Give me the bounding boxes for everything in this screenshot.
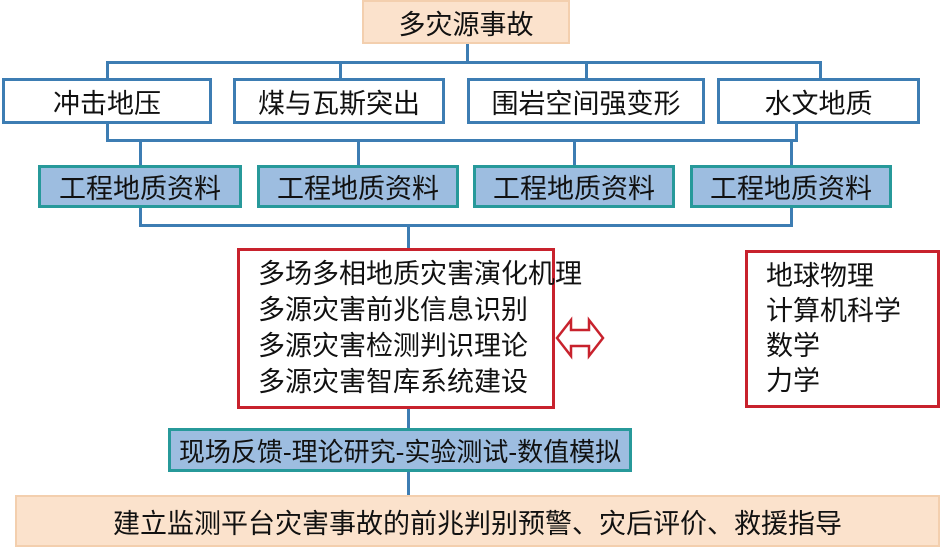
connector (106, 122, 109, 141)
discipline-item: 力学 (766, 366, 820, 397)
connector (790, 207, 793, 226)
connector (106, 139, 798, 142)
connector (106, 61, 822, 64)
connector (407, 407, 410, 429)
connector (139, 139, 142, 166)
goal-node: 建立监测平台灾害事故的前兆判别预警、灾后评价、救援指导 (15, 495, 940, 547)
hazard-node: 煤与瓦斯突出 (233, 78, 445, 124)
connector (139, 224, 793, 227)
hazard-node: 围岩空间强变形 (467, 78, 705, 124)
connector (139, 207, 142, 226)
hazard-node: 水文地质 (717, 78, 920, 124)
connector (407, 224, 410, 249)
research-item: 多源灾害前兆信息识别 (258, 294, 528, 326)
research-item: 多源灾害智库系统建设 (258, 366, 528, 398)
hazard-node: 冲击地压 (2, 78, 212, 124)
discipline-item: 数学 (766, 331, 820, 362)
connector (585, 61, 588, 79)
connector (106, 61, 109, 79)
connector (819, 61, 822, 79)
double-arrow-icon (555, 316, 605, 360)
connector (466, 44, 469, 63)
methods-node: 现场反馈-理论研究-实验测试-数值模拟 (168, 428, 632, 472)
connector (790, 139, 793, 166)
connector (795, 122, 798, 141)
discipline-box: 地球物理 计算机科学 数学 力学 (745, 250, 940, 408)
research-item: 多源灾害检测判识理论 (258, 330, 528, 362)
research-item: 多场多相地质灾害演化机理 (258, 258, 582, 290)
research-box: 多场多相地质灾害演化机理 多源灾害前兆信息识别 多源灾害检测判识理论 多源灾害智… (237, 248, 582, 409)
data-node: 工程地质资料 (473, 165, 675, 208)
connector (573, 139, 576, 166)
data-node: 工程地质资料 (690, 165, 892, 208)
discipline-item: 计算机科学 (766, 296, 901, 327)
data-node: 工程地质资料 (257, 165, 459, 208)
connector (357, 139, 360, 166)
discipline-item: 地球物理 (766, 261, 874, 292)
connector (339, 61, 342, 79)
connector (407, 471, 410, 496)
data-node: 工程地质资料 (38, 165, 242, 208)
top-node: 多灾源事故 (362, 0, 570, 44)
